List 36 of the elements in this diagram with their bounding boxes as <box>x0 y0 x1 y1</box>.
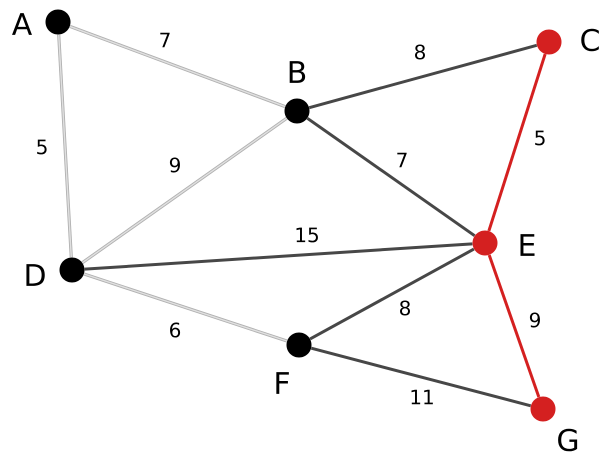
vertex-label: A <box>12 13 32 35</box>
graph-edge <box>84 242 472 271</box>
vertex-label: E <box>520 234 535 256</box>
vertex-label: G <box>558 428 578 452</box>
edge-weight: 15 <box>296 228 318 242</box>
graph-edge <box>306 117 476 237</box>
vertex-dot <box>284 98 310 124</box>
vertex-dot <box>472 230 498 256</box>
edge-weight: 8 <box>400 300 410 316</box>
edge-weight: 9 <box>170 157 180 173</box>
edge-weight: 7 <box>160 32 170 48</box>
vertex-dot <box>536 30 562 54</box>
graph-edge <box>81 117 288 264</box>
edge-weight: 9 <box>530 312 540 328</box>
vertex-dot <box>286 332 312 358</box>
edge-weight: 7 <box>397 152 407 168</box>
graph-edge <box>57 34 73 258</box>
vertex-label: D <box>26 264 45 286</box>
edge-weight: 6 <box>170 322 180 338</box>
graph-edge <box>487 54 547 232</box>
vertex-dot <box>60 258 84 282</box>
vertex-label: B <box>290 61 306 83</box>
vertex-label: C <box>581 28 599 52</box>
edge-weight: 5 <box>37 140 47 154</box>
vertex-label: F <box>276 372 289 394</box>
graph-edge <box>84 272 288 343</box>
edge-weight: 5 <box>535 130 545 146</box>
graph-edge <box>488 254 540 398</box>
vertex-dot <box>530 396 556 422</box>
edge-weight: 11 <box>412 390 433 404</box>
graph-edge <box>310 346 532 408</box>
graph-edge <box>308 44 538 110</box>
edge-weight: 8 <box>415 44 425 60</box>
graph-edge <box>69 24 286 108</box>
graph-edge <box>309 248 475 340</box>
vertex-dot <box>46 10 70 34</box>
